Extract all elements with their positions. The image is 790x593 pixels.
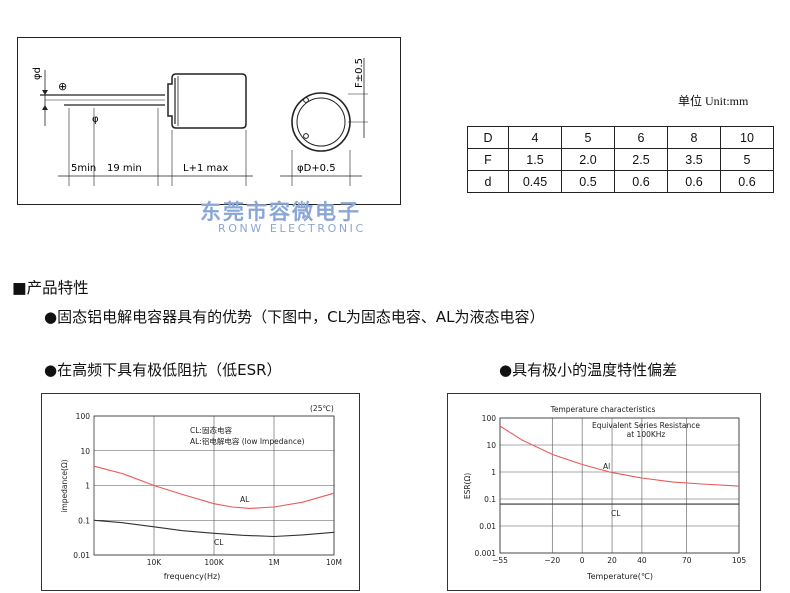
x-tick-label: 20 [607,556,617,565]
table-cell: 0.5 [561,170,615,193]
x-axis-label: Temperature(℃) [586,572,653,581]
watermark-company-en: RONW ELECTRONIC [218,222,366,235]
dim-f: F±0.5 [354,58,365,88]
y-axis-label: impedance(Ω) [60,459,69,512]
y-tick-label: 100 [76,412,91,421]
y-tick-label: 0.001 [475,549,497,558]
table-cell: 2.0 [561,148,615,171]
plus-symbol: ⊕ [58,80,67,93]
x-tick-label: 70 [682,556,692,565]
x-tick-label: 105 [732,556,747,565]
x-tick-label: −55 [492,556,508,565]
dim-phi-d-big: φD+0.5 [297,163,336,174]
dim-19min: 19 min [107,163,142,174]
watermark-company-cn: 东莞市容微电子 [200,200,361,224]
legend-al: AL:铝电解电容 (low Impedance) [190,436,305,446]
y-tick-label: 10 [80,447,90,456]
y-tick-label: 0.01 [479,522,496,531]
series-label-al: AL [240,495,250,504]
x-axis-label: frequency(Hz) [164,572,221,581]
x-tick-label: 1M [268,558,279,567]
low-esr-bullet: ●在高频下具有极低阻抗（低ESR） [44,361,282,379]
table-row-label: d [467,170,509,193]
phi-d-label: φd [32,67,43,80]
table-row-label: D [467,126,509,149]
table-cell: 3.5 [667,148,721,171]
legend-cl: CL:固态电容 [190,425,232,435]
y-tick-label: 1 [491,468,496,477]
table-cell: 0.45 [508,170,562,193]
x-tick-label: 10K [147,558,163,567]
temp-bullet: ●具有极小的温度特性偏差 [499,361,678,379]
series-label-cl: CL [214,538,224,547]
series-line-cl [93,519,335,538]
series-line-al [93,465,335,509]
dim-l-max: L+1 max [183,163,228,174]
section-title: ■产品特性 [12,279,89,297]
x-tick-label: −20 [544,556,560,565]
table-cell: 2.5 [614,148,668,171]
series-label-al: Al [603,462,610,471]
series-label-cl: CL [611,509,621,518]
chart-title: Temperature characteristics [550,405,656,414]
plot-area [499,417,740,554]
table-cell: 8 [667,126,721,149]
table-cell: 0.6 [614,170,668,193]
legend-title-line1: Equivalent Series Resistance [592,421,700,430]
series-line-al [499,425,740,487]
table-cell: 0.6 [667,170,721,193]
dimension-drawing: φd ⊕ φ 5min 19 min L+1 max φD+0.5 F±0.5 [17,37,401,205]
y-tick-label: 0.01 [73,551,90,560]
legend-title-line2: at 100KHz [627,430,666,439]
table-cell: 1.5 [508,148,562,171]
dim-5min: 5min [71,163,96,174]
table-cell: 5 [720,148,774,171]
table-row-label: F [467,148,509,171]
x-tick-label: 0 [580,556,585,565]
y-tick-label: 0.1 [484,495,496,504]
y-tick-label: 0.1 [78,516,90,525]
table-cell: 5 [561,126,615,149]
x-tick-label: 100K [204,558,224,567]
y-tick-label: 1 [85,482,90,491]
impedance-chart-svg: 100 10 1 0.1 0.01 10K 100K 1M 10M (25℃) CL:固态电容AL:… [60,404,342,581]
table-cell: 4 [508,126,562,149]
table-cell: 0.6 [720,170,774,193]
y-tick-label: 100 [482,414,497,423]
x-tick-label: 40 [637,556,647,565]
y-tick-label: 10 [486,441,496,450]
unit-label: 单位 Unit:mm [678,94,749,108]
x-tick-label: 10M [326,558,342,567]
advantage-bullet: ●固态铝电解电容器具有的优势（下图中，CL为固态电容、AL为液态电容） [44,308,545,326]
table-cell: 6 [614,126,668,149]
temp-annotation: (25℃) [310,404,334,413]
capacitor-outline-svg: φd ⊕ φ 5min 19 min L+1 max φD+0.5 F±0.5 [32,58,368,186]
plot-area [93,415,335,556]
y-axis-label: ESR(Ω) [463,473,472,499]
phi-small-label: φ [92,114,99,125]
table-cell: 10 [720,126,774,149]
